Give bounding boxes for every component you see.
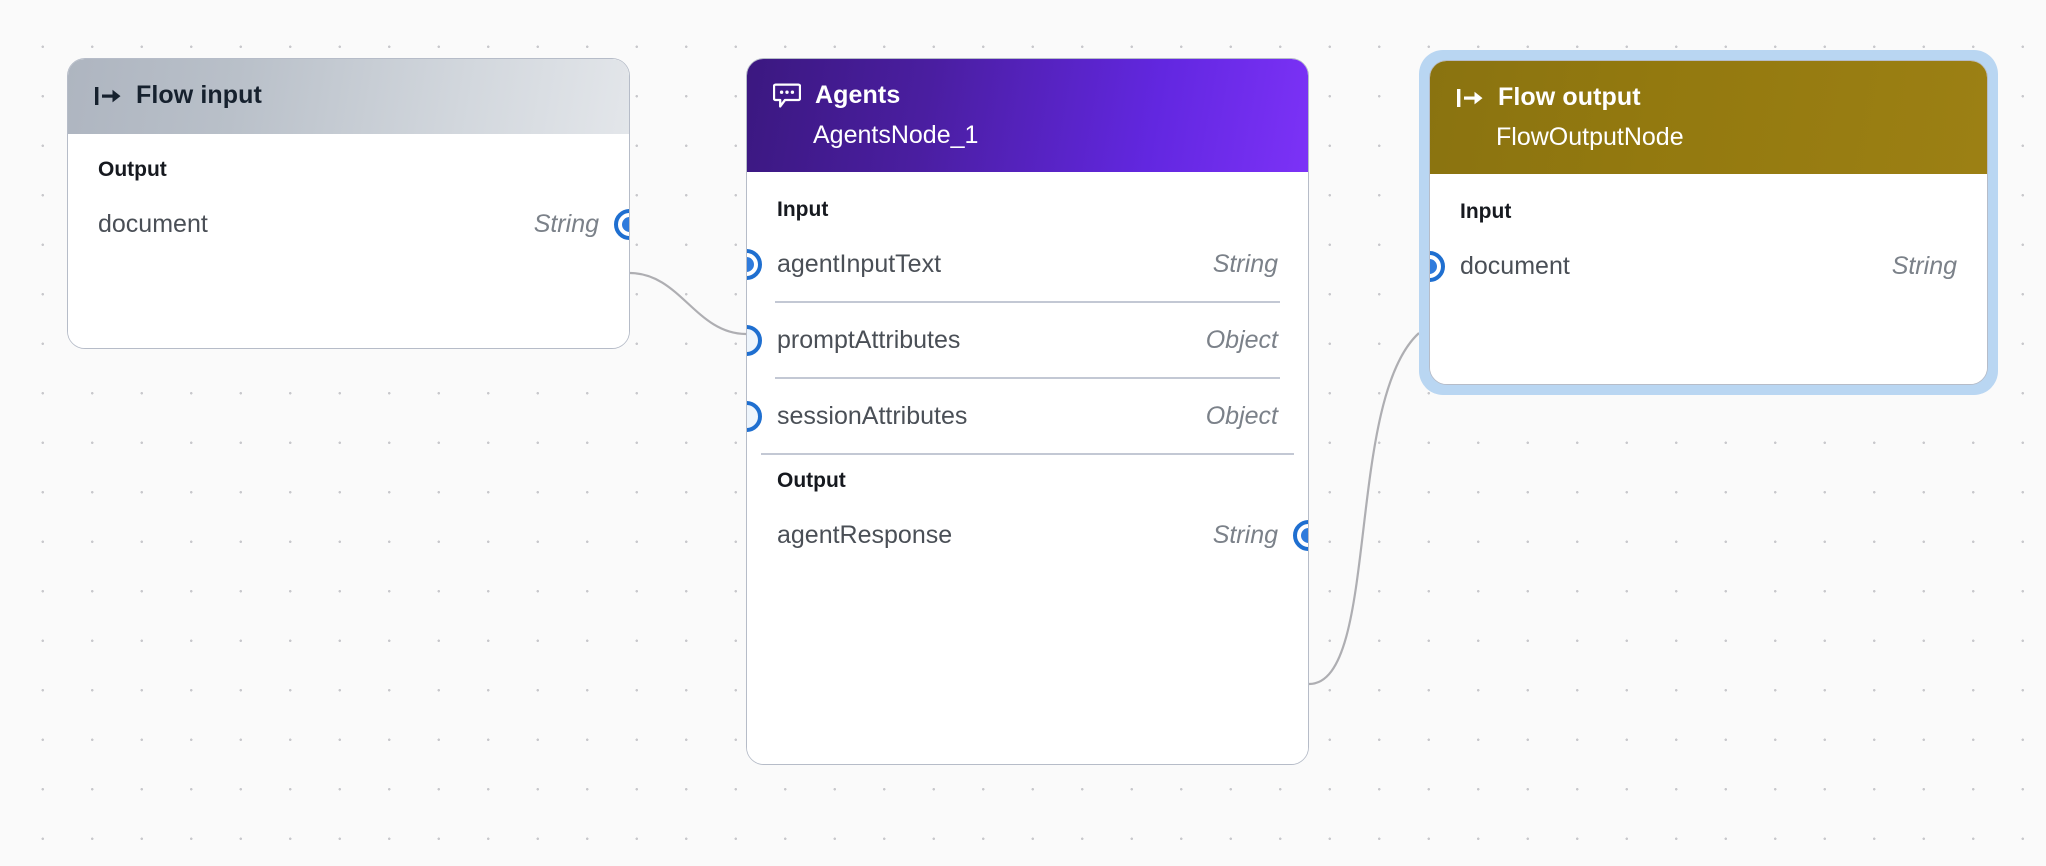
port-name-agentResponse: agentResponse (777, 520, 953, 549)
agents-subtitle: AgentsNode_1 (813, 121, 979, 149)
agents-body: Input agentInputText String promptAttrib… (747, 172, 1308, 584)
row-divider (775, 377, 1280, 379)
agents-output-section-label: Output (777, 469, 846, 492)
port-handle-agentInputText[interactable] (747, 248, 762, 280)
row-divider (775, 301, 1280, 303)
speech-bubble-dots-icon (773, 82, 801, 109)
port-type-sessionAttributes: Object (1205, 401, 1278, 430)
port-name-document: document (98, 209, 208, 238)
agents-title: Agents (815, 81, 901, 109)
port-type-agentInputText: String (1212, 249, 1278, 278)
port-handle-sessionAttributes[interactable] (747, 400, 762, 432)
section-divider (761, 453, 1294, 455)
flow-output-subtitle: FlowOutputNode (1496, 123, 1684, 151)
port-name-document: document (1460, 251, 1570, 280)
node-flow-input[interactable]: Flow input Output document String (67, 58, 630, 349)
node-agents[interactable]: Agents AgentsNode_1 Input agentInputText… (746, 58, 1309, 765)
agents-header: Agents AgentsNode_1 (747, 59, 1308, 172)
port-handle-flow-output-document[interactable] (1430, 250, 1445, 282)
port-row-agent-response[interactable]: agentResponse String (747, 512, 1308, 558)
flow-output-header: Flow output FlowOutputNode (1430, 61, 1987, 174)
port-name-promptAttributes: promptAttributes (777, 325, 961, 354)
port-handle-flow-input-document[interactable] (614, 208, 629, 240)
flow-output-input-section-label: Input (1460, 200, 1512, 223)
port-type-document: String (533, 209, 599, 238)
flow-output-body: Input document String (1430, 174, 1987, 315)
port-name-agentInputText: agentInputText (777, 249, 942, 278)
agents-input-section-label: Input (777, 198, 829, 221)
flow-input-body: Output document String (68, 134, 629, 273)
port-type-promptAttributes: Object (1205, 325, 1278, 354)
flow-output-arrow-icon (1456, 87, 1484, 109)
port-handle-agentResponse[interactable] (1293, 519, 1308, 551)
node-flow-output[interactable]: Flow output FlowOutputNode Input documen… (1429, 60, 1988, 385)
node-flow-output-selection-ring: Flow output FlowOutputNode Input documen… (1419, 50, 1998, 395)
port-type-agentResponse: String (1212, 520, 1278, 549)
port-row-session-attributes[interactable]: sessionAttributes Object (747, 393, 1308, 439)
flow-input-output-section-label: Output (98, 158, 167, 181)
flow-input-header: Flow input (68, 59, 629, 134)
port-name-sessionAttributes: sessionAttributes (777, 401, 968, 430)
port-type-document: String (1891, 251, 1957, 280)
port-row-prompt-attributes[interactable]: promptAttributes Object (747, 317, 1308, 363)
port-row-flow-output-document[interactable]: document String (1430, 243, 1987, 289)
port-row-agent-input-text[interactable]: agentInputText String (747, 241, 1308, 287)
flow-input-title: Flow input (136, 81, 262, 109)
flow-input-arrow-icon (94, 85, 122, 107)
flow-output-title: Flow output (1498, 83, 1641, 111)
port-handle-promptAttributes[interactable] (747, 324, 762, 356)
port-row-flow-input-document[interactable]: document String (68, 201, 629, 247)
